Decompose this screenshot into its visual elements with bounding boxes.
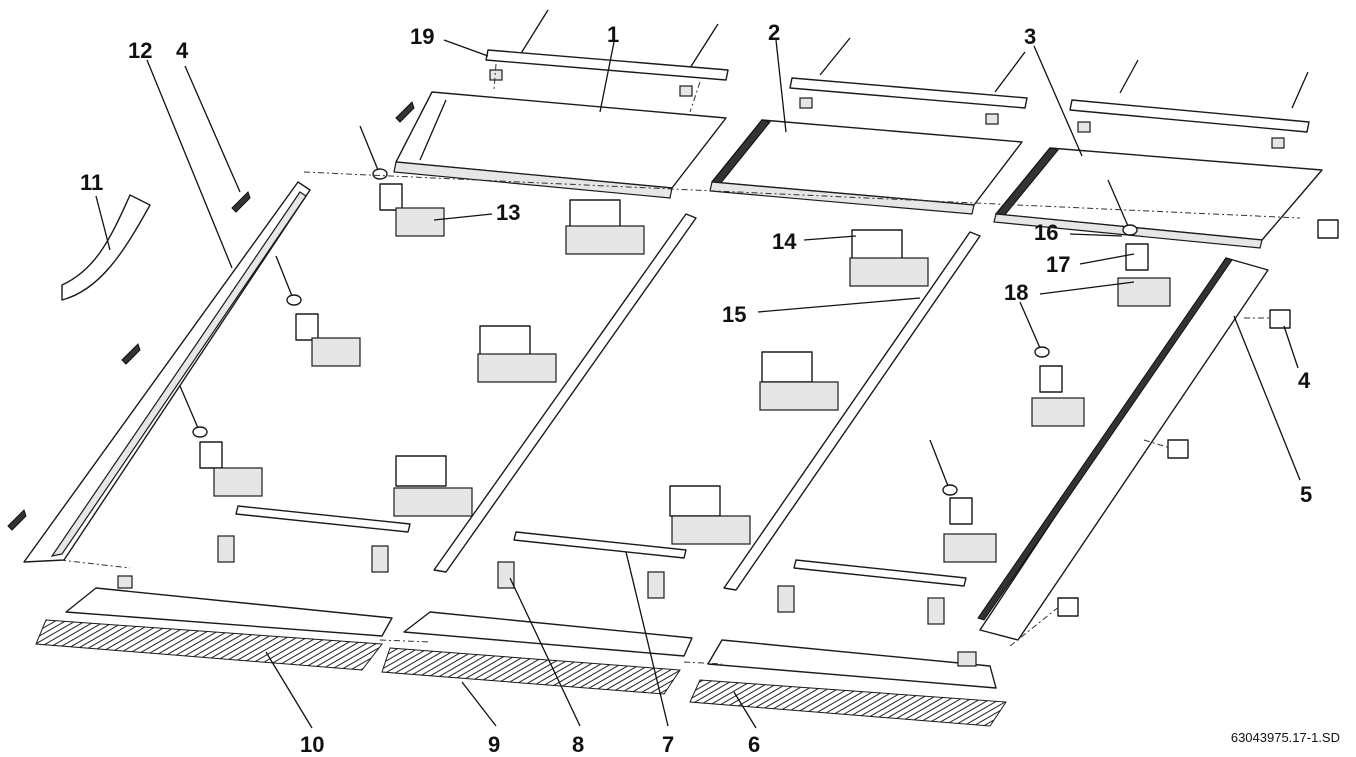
bolts [179,125,1138,496]
callout-19: 19 [410,24,434,49]
right-side-rail [977,257,1269,641]
callout-1: 1 [607,22,619,47]
callout-leaders [95,39,1301,729]
callout-7: 7 [662,732,674,757]
cross-bars [217,505,967,625]
bottom-flashing-left [35,575,393,671]
assembly-dashed-lines [59,63,1301,665]
callout-12: 12 [128,38,152,63]
callout-8: 8 [572,732,584,757]
callout-15: 15 [722,302,746,327]
callout-14: 14 [772,229,797,254]
callout-6: 6 [748,732,760,757]
divider-rail-left [433,213,697,573]
callout-3: 3 [1024,24,1036,49]
callout-4-right: 4 [1298,368,1311,393]
edge-clips-left [7,101,415,531]
bottom-flashing-middle [381,611,693,695]
callout-17: 17 [1046,252,1070,277]
side-clips-right [1057,219,1339,617]
callout-18: 18 [1004,280,1028,305]
left-side-rail [23,181,311,563]
callout-4-left: 4 [176,38,189,63]
callout-9: 9 [488,732,500,757]
callout-5: 5 [1300,482,1312,507]
callout-10: 10 [300,732,324,757]
top-panel-1 [393,91,727,199]
document-code: 63043975.17-1.SD [1230,730,1340,745]
top-rail-right [1069,59,1310,149]
clamp-row-middle [393,199,645,517]
callout-11: 11 [80,170,103,195]
clamp-row-right [669,229,929,545]
clamp-row-left [199,183,445,497]
clamp-row-far-right [943,243,1171,563]
callout-13: 13 [496,200,520,225]
divider-rail-right [723,231,981,591]
callout-2: 2 [768,20,780,45]
callout-16: 16 [1034,220,1058,245]
top-panel-2 [709,119,1023,215]
side-profile-11 [61,194,151,301]
bottom-flashing-right [689,639,1007,727]
top-rail-middle [789,37,1028,125]
